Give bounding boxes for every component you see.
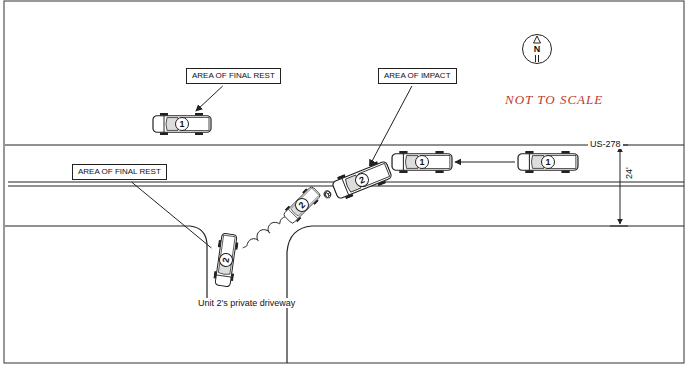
north-arrow: N [521, 33, 553, 65]
callout-text: AREA OF IMPACT [384, 71, 451, 80]
vehicle-unit: 1 [152, 113, 212, 135]
vehicle-path [324, 191, 331, 198]
vehicle-unit: 1 [517, 151, 579, 173]
vehicle-unit: 2 [281, 184, 323, 226]
road-edge [5, 226, 207, 300]
callout-number: 1 [415, 155, 429, 169]
dimension-label: 24' [624, 166, 634, 180]
frame [4, 1, 684, 363]
leader-line [455, 162, 515, 163]
leader-line [132, 182, 212, 248]
dimension-line [620, 147, 621, 224]
callout-box: AREA OF FINAL REST [186, 68, 281, 84]
callout-number: 1 [175, 117, 189, 131]
callout-number: 1 [541, 155, 555, 169]
leader-line [196, 86, 223, 111]
road-edge [287, 226, 684, 363]
callout-box: AREA OF IMPACT [378, 68, 457, 84]
scale-note: NOT TO SCALE [505, 92, 603, 108]
vehicle-unit: 2 [330, 158, 395, 203]
vehicle-unit: 2 [212, 232, 239, 288]
callout-text: AREA OF FINAL REST [192, 71, 275, 80]
north-letter: N [533, 45, 542, 54]
vehicle-unit: 1 [391, 151, 453, 173]
driveway-label: Unit 2's private driveway [196, 298, 297, 308]
callout-box: AREA OF FINAL REST [72, 164, 167, 180]
vehicle-path [243, 216, 287, 248]
road-name: US-278 [588, 139, 623, 149]
road-edge [5, 144, 684, 145]
dimension-tick [610, 226, 628, 227]
callout-text: AREA OF FINAL REST [78, 167, 161, 176]
